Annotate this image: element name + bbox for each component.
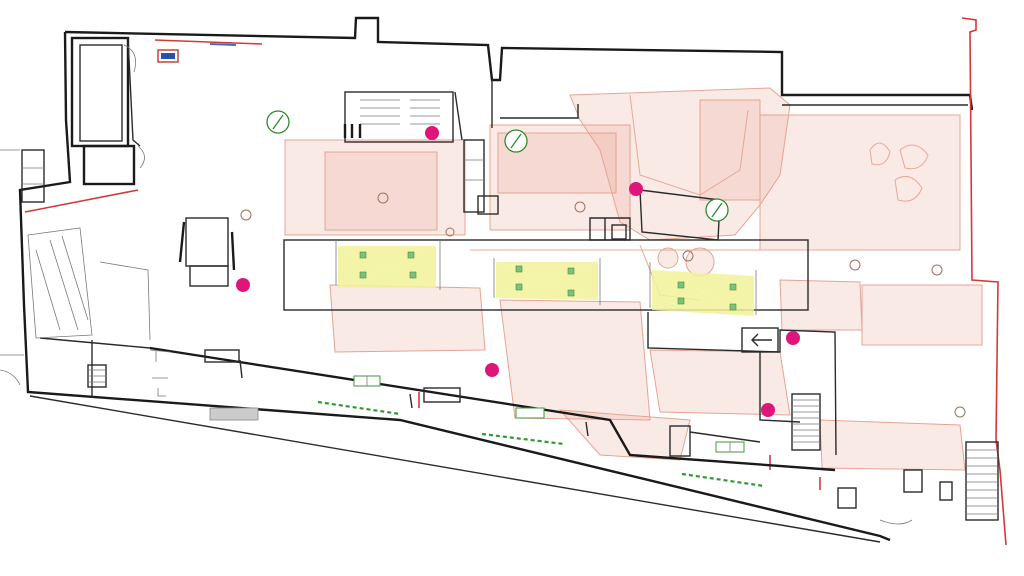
highlight-zone-1 [338,246,436,288]
highlight-zone-3 [652,270,754,316]
circle-slash-icon [705,198,729,222]
stairs-right [965,441,999,521]
magenta-dot-icon [485,363,499,377]
ruins-layer [284,87,983,471]
blue-sign-icon [157,43,237,63]
stairs-center [791,393,821,451]
orientation-symbols [266,110,729,222]
magenta-dot-icon [761,403,775,417]
left-arrow-icon [751,333,772,347]
circle-slash-icon [504,129,528,153]
magenta-dot-icon [425,126,439,140]
magenta-dot-icon [236,278,250,292]
markers [236,126,800,417]
magenta-dot-icon [786,331,800,345]
gray-bench [209,407,259,421]
highlight-zones [338,246,754,316]
outer-walls [18,16,974,543]
circle-slash-icon [266,110,290,134]
magenta-dot-icon [629,182,643,196]
top-left-rooms [21,36,145,203]
highlight-zone-2 [496,262,598,300]
green-lighting [317,375,765,488]
misc-fixtures [149,224,627,397]
